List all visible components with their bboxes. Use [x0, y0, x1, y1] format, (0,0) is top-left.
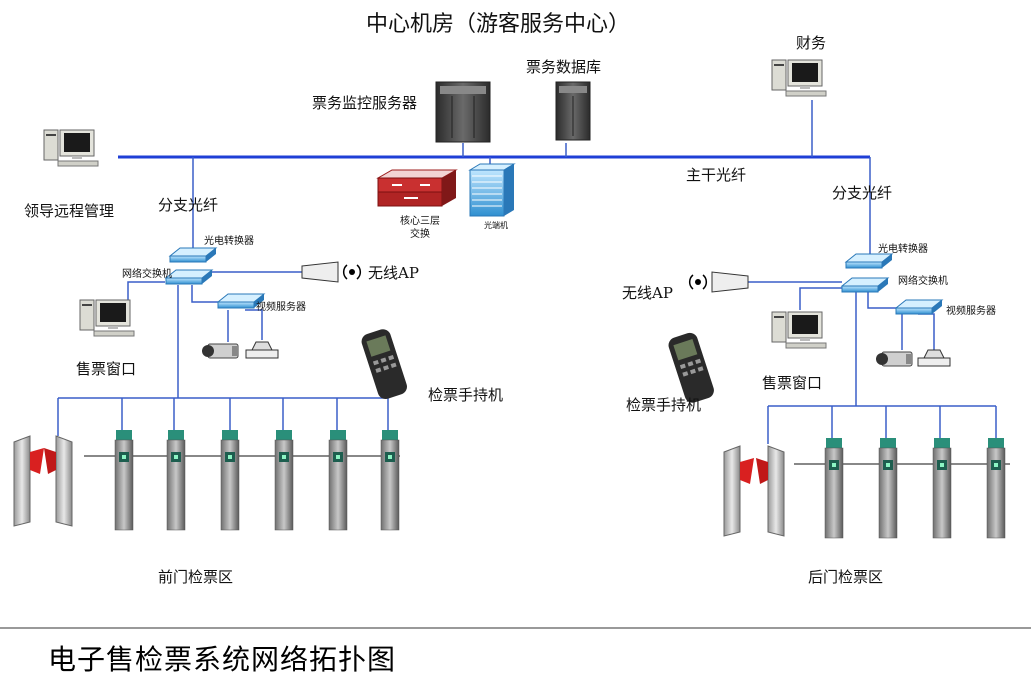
core-switch-label: 核心三层 [400, 216, 440, 227]
front-turnstile-1-icon [114, 429, 134, 531]
front-turnstile-2-icon [166, 429, 186, 531]
front-handheld-label: 检票手持机 [428, 386, 504, 404]
front-zone-label: 前门检票区 [158, 568, 234, 586]
page-title: 中心机房（游客服务中心） [366, 12, 631, 37]
back-handheld-terminal-icon [668, 332, 714, 403]
back-turnstile-1-icon [824, 437, 844, 539]
back-branch-fiber-label: 分支光纤 [832, 184, 893, 202]
leader-label: 领导远程管理 [24, 202, 115, 220]
front-turnstile-4-icon [274, 429, 294, 531]
front-wireless-ap-label: 无线AP [368, 264, 419, 282]
back-video-server-icon [895, 299, 943, 315]
diagram-caption: 电子售检票系统网络拓扑图 [48, 643, 397, 676]
back-turnstile-3-icon [932, 437, 952, 539]
back-wireless-ap-icon [688, 271, 749, 293]
front-converter-icon [169, 247, 217, 263]
back-converter-icon [845, 253, 893, 269]
back-turnstile-4-icon [986, 437, 1006, 539]
back-converter-label: 光电转换器 [878, 244, 928, 255]
back-turnstile-2-icon [878, 437, 898, 539]
core-switch-icon [376, 169, 458, 207]
finance-computer-icon [771, 59, 827, 97]
back-ticket-window-label: 售票窗口 [762, 374, 823, 392]
front-handheld-terminal-icon [361, 329, 407, 400]
leader-computer-icon [43, 129, 99, 167]
optical-machine-label: 光端机 [484, 221, 508, 230]
back-wireless-ap-label: 无线AP [622, 284, 673, 302]
monitor-server-icon [435, 81, 491, 143]
backbone-fiber-label: 主干光纤 [686, 166, 747, 184]
front-turnstile-5-icon [328, 429, 348, 531]
front-camera-icon [202, 343, 239, 359]
monitor-server-label: 票务监控服务器 [312, 94, 418, 112]
finance-label: 财务 [796, 34, 827, 52]
back-video-server-label: 视频服务器 [946, 306, 996, 317]
back-handheld-label: 检票手持机 [626, 396, 702, 414]
front-video-server-label: 视频服务器 [256, 302, 306, 313]
back-ticket-window-computer-icon [771, 311, 827, 349]
database-label: 票务数据库 [526, 58, 602, 76]
back-network-switch-icon [841, 277, 889, 293]
front-turnstile-3-icon [220, 429, 240, 531]
front-ticket-window-computer-icon [79, 299, 135, 337]
front-speaker-icon [245, 341, 279, 359]
front-network-switch-icon [165, 269, 213, 285]
database-server-icon [555, 81, 591, 141]
back-switch-label: 网络交换机 [898, 276, 948, 287]
front-ticket-window-label: 售票窗口 [76, 360, 137, 378]
back-speaker-icon [917, 349, 951, 367]
front-switch-label: 网络交换机 [122, 269, 172, 280]
back-wing-gate-icon [723, 445, 785, 537]
optical-machine-icon [468, 163, 516, 217]
front-branch-fiber-label: 分支光纤 [158, 196, 219, 214]
back-zone-label: 后门检票区 [808, 568, 884, 586]
back-camera-icon [876, 351, 913, 367]
front-wireless-ap-icon [301, 261, 362, 283]
front-converter-label: 光电转换器 [204, 236, 254, 247]
core-switch-label-2: 交换 [410, 229, 430, 240]
front-wing-gate-icon [13, 435, 73, 527]
front-turnstile-6-icon [380, 429, 400, 531]
